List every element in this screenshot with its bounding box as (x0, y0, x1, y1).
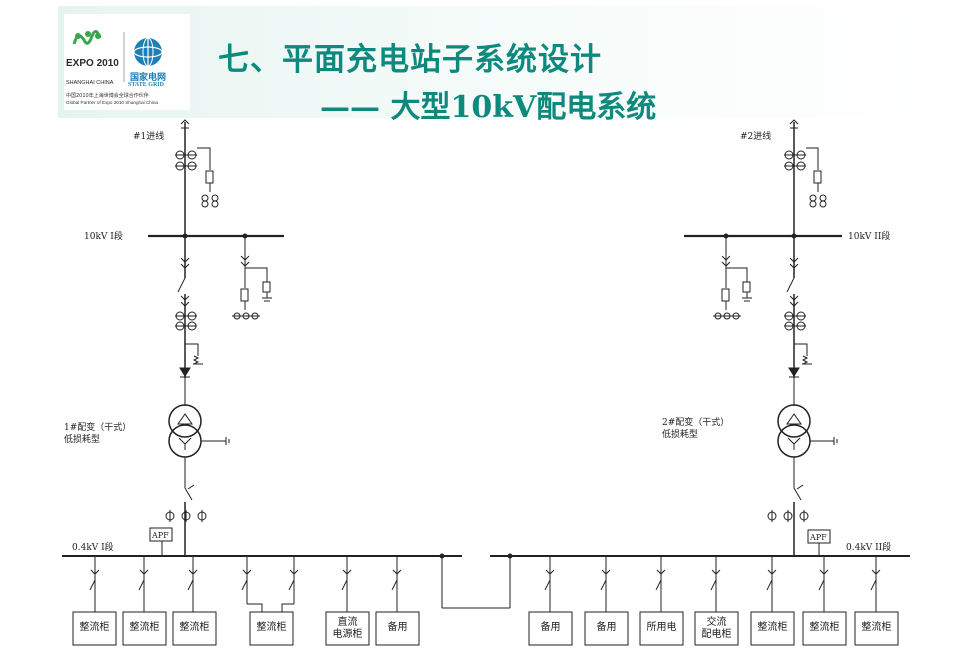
feeder-left-5-label: 直流 电源柜 (332, 617, 363, 640)
feeder-right-1-label: 备用 (540, 622, 561, 633)
feeder-left-6-label: 备用 (387, 622, 408, 633)
feeder-left-4-label: 整流柜 (256, 622, 287, 633)
page-title: 七、平面充电站子系统设计 (218, 42, 602, 78)
lv-bus-left-label: 0.4kV I段 (72, 543, 114, 553)
transformer-right-label-2: 低损耗型 (662, 430, 699, 440)
logo-area: EXPO 2010 SHANGHAI CHINA 国家电网 STATE GRID… (64, 14, 190, 110)
expo-mark: EXPO 2010 (66, 58, 119, 69)
lv-bus-right-label: 0.4kV II段 (846, 543, 892, 553)
lv-breaker-right (767, 484, 831, 556)
transformer-left-label-2: 低损耗型 (64, 435, 101, 445)
pt-branch-right (713, 236, 752, 320)
feeder-left-1-label: 整流柜 (79, 622, 110, 633)
expo-logo-icon (72, 30, 163, 82)
bus-tie (439, 553, 513, 609)
hv-bus-left-label: 10kV I段 (84, 232, 123, 242)
feeder-left-3-label: 整流柜 (179, 622, 210, 633)
grid-cn: 国家电网 (130, 73, 167, 83)
lv-feeders-left (72, 556, 420, 646)
transformer-left-icon (168, 377, 230, 488)
apf-right-label: APF (810, 533, 827, 542)
feeder-right-3-label: 所用电 (646, 622, 677, 633)
lv-breaker-left (149, 484, 207, 556)
feeder-left-2-label: 整流柜 (129, 622, 160, 633)
hv-feeder-right (784, 236, 812, 378)
transformer-right-icon (777, 377, 838, 488)
transformer-left-label-1: 1#配变（干式） (64, 423, 132, 433)
feeder-right-6-label: 整流柜 (809, 622, 840, 633)
left-incoming (175, 119, 219, 236)
incoming-left-label: #1进线 (133, 132, 165, 142)
apf-left-label: APF (152, 531, 169, 540)
grid-en: STATE GRID (128, 82, 164, 88)
header-band (58, 6, 924, 118)
ct-left-in-icon (175, 150, 197, 171)
hv-feeder-left (175, 236, 203, 378)
feeder-right-5-label: 整流柜 (757, 622, 788, 633)
right-incoming (784, 119, 827, 236)
page-subtitle: —— 大型10kV配电系统 (320, 90, 657, 125)
lv-feeders-right (528, 556, 899, 646)
feeder-right-2-label: 备用 (596, 622, 617, 633)
partner-cn: 中国2010年上海世博会全球合作伙伴 (66, 93, 149, 99)
expo-city: SHANGHAI CHINA (66, 80, 114, 86)
pt-branch-left (232, 236, 272, 320)
partner-en: Global Partner of Expo 2010 Shanghai Chi… (66, 100, 158, 105)
incoming-right-label: #2进线 (740, 132, 772, 142)
transformer-right-label-1: 2#配变（干式） (662, 418, 730, 428)
feeder-right-7-label: 整流柜 (861, 622, 892, 633)
hv-bus-right-label: 10kV II段 (848, 232, 891, 242)
feeder-right-4-label: 交流 配电柜 (701, 617, 732, 640)
